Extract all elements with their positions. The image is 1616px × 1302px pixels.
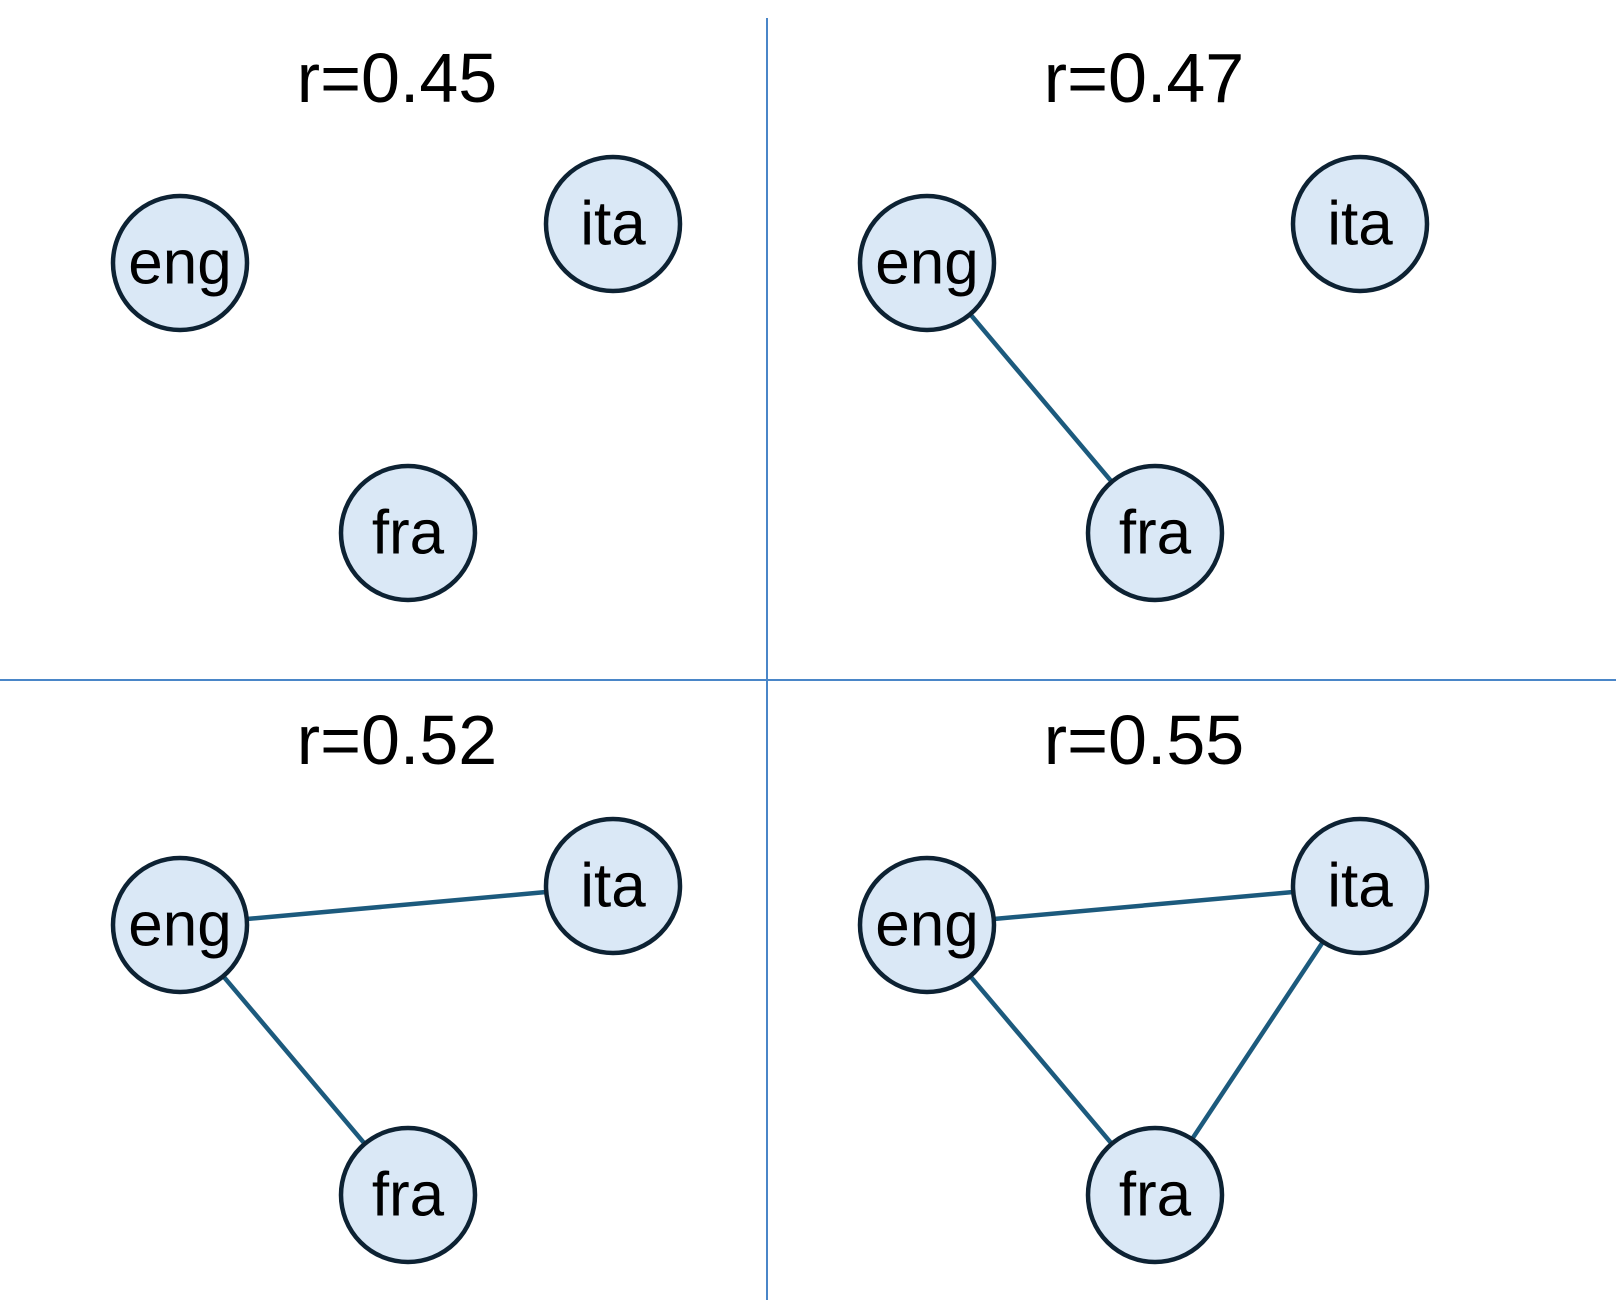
node-ita: ita <box>543 154 683 294</box>
panel-3: r=0.52 eng ita fra <box>110 701 683 1265</box>
node-label: fra <box>372 499 445 568</box>
node-label: eng <box>875 229 978 298</box>
node-label: eng <box>128 891 231 960</box>
node-fra: fra <box>1085 463 1225 603</box>
node-label: fra <box>1119 1161 1192 1230</box>
node-circle <box>1290 816 1430 956</box>
node-circle <box>110 193 250 333</box>
panel-1: r=0.45 eng ita fra <box>110 39 683 603</box>
node-circle <box>1290 154 1430 294</box>
edge-eng-fra <box>968 974 1114 1146</box>
node-ita: ita <box>1290 154 1430 294</box>
edge-eng-ita <box>993 889 1294 922</box>
edge-eng-fra <box>968 312 1114 484</box>
node-label: fra <box>372 1161 445 1230</box>
node-eng: eng <box>110 193 250 333</box>
node-eng: eng <box>857 855 997 995</box>
node-ita: ita <box>1290 816 1430 956</box>
node-eng: eng <box>857 193 997 333</box>
panel-title: r=0.52 <box>297 701 497 779</box>
node-label: ita <box>580 852 646 921</box>
edge-eng-ita <box>246 889 547 922</box>
node-circle <box>857 855 997 995</box>
node-circle <box>1085 463 1225 603</box>
node-circle <box>543 154 683 294</box>
node-label: ita <box>1327 190 1393 259</box>
node-circle <box>338 1125 478 1265</box>
panel-4: r=0.55 eng ita fra <box>857 701 1430 1265</box>
edge-ita-fra <box>1190 940 1325 1141</box>
node-circle <box>543 816 683 956</box>
node-label: ita <box>1327 852 1393 921</box>
panels: r=0.45 eng ita fra r=0.47 eng ita fra r=0.52 eng i… <box>110 39 1430 1265</box>
node-label: eng <box>128 229 231 298</box>
node-ita: ita <box>543 816 683 956</box>
edge-eng-fra <box>221 974 367 1146</box>
panel-title: r=0.45 <box>297 39 497 117</box>
node-circle <box>857 193 997 333</box>
node-eng: eng <box>110 855 250 995</box>
node-circle <box>1085 1125 1225 1265</box>
node-label: ita <box>580 190 646 259</box>
node-circle <box>338 463 478 603</box>
node-circle <box>110 855 250 995</box>
node-label: fra <box>1119 499 1192 568</box>
node-fra: fra <box>338 1125 478 1265</box>
panel-2: r=0.47 eng ita fra <box>857 39 1430 603</box>
panel-title: r=0.55 <box>1044 701 1244 779</box>
node-fra: fra <box>1085 1125 1225 1265</box>
panel-title: r=0.47 <box>1044 39 1244 117</box>
node-fra: fra <box>338 463 478 603</box>
node-label: eng <box>875 891 978 960</box>
